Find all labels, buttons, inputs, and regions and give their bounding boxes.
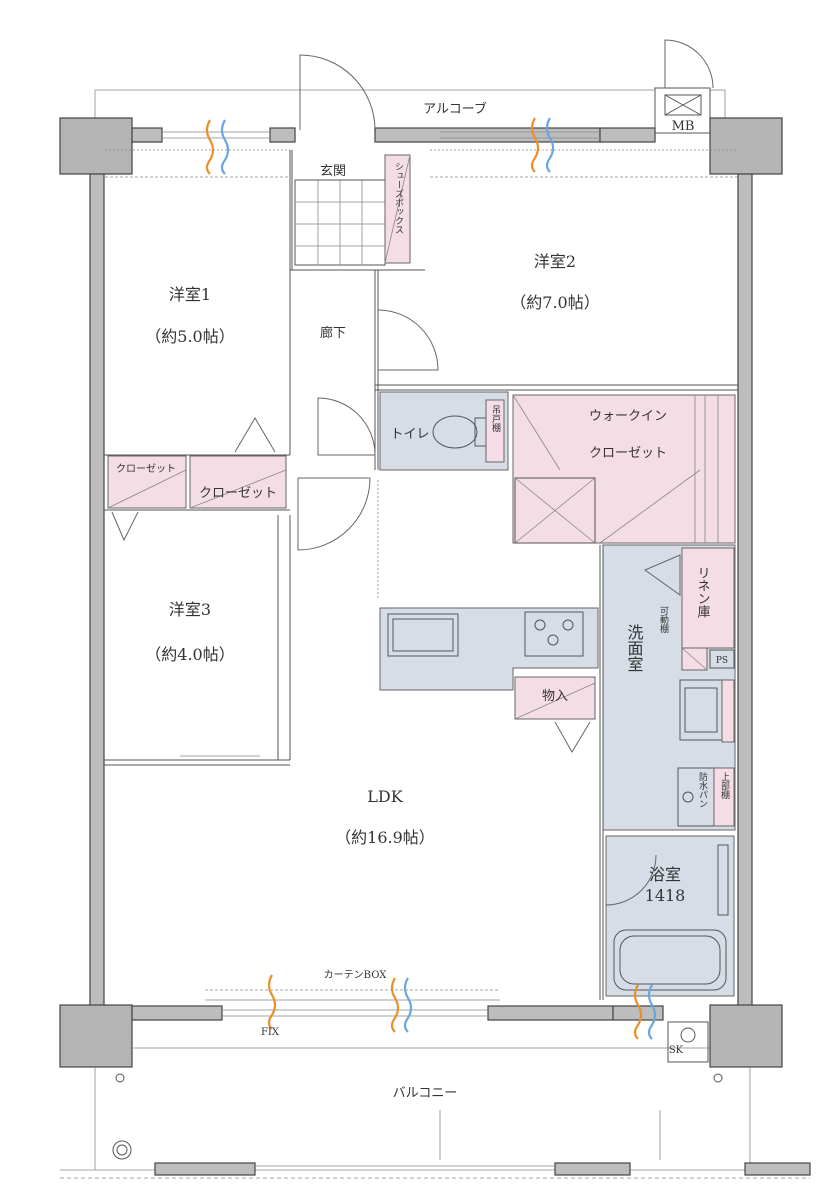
ldk-size: （約16.9帖） bbox=[335, 828, 435, 847]
western3-name: 洋室3 bbox=[169, 600, 211, 619]
mb-label: MB bbox=[672, 119, 695, 134]
closet-b bbox=[189, 455, 287, 509]
western2-size: （約7.0帖） bbox=[510, 293, 599, 312]
linen-label: リネン庫 bbox=[695, 566, 711, 618]
washroom-label: 洗面室 bbox=[625, 624, 644, 672]
western1-size: （約5.0帖） bbox=[145, 327, 234, 346]
entrance-tiles bbox=[294, 179, 386, 266]
closet-a bbox=[107, 455, 187, 509]
mb-box: MB bbox=[654, 87, 711, 134]
hanging-shelf bbox=[485, 399, 505, 463]
western3-size: （約4.0帖） bbox=[145, 645, 234, 664]
bathroom bbox=[605, 835, 735, 997]
bath-name: 浴室 bbox=[649, 865, 681, 884]
balcony-label: バルコニー bbox=[393, 1086, 458, 1101]
closet-a-label: クローゼット bbox=[116, 463, 176, 475]
entrance-label: 玄関 bbox=[320, 164, 346, 179]
waterproof-pan-label: 防水パン bbox=[697, 771, 708, 808]
ps-wash-label: PS bbox=[716, 656, 728, 666]
bath-size: 1418 bbox=[645, 886, 686, 905]
western2-name: 洋室2 bbox=[534, 252, 576, 271]
toilet-label: トイレ bbox=[390, 427, 429, 442]
linen-closet bbox=[681, 547, 735, 649]
ldk-name: LDK bbox=[367, 787, 403, 806]
upper-shelf-label: 上部棚 bbox=[719, 772, 730, 800]
alcove-label: アルコーブ bbox=[423, 101, 487, 117]
storage bbox=[514, 676, 596, 720]
movable-shelf-label: 可動棚 bbox=[658, 606, 669, 634]
western1-name: 洋室1 bbox=[169, 285, 211, 304]
fix-label: FIX bbox=[261, 1027, 280, 1038]
curtain-box-label: カーテンBOX bbox=[324, 969, 388, 981]
walkin-label-1: ウォークイン bbox=[589, 409, 667, 424]
sk-label: SK bbox=[669, 1045, 684, 1056]
hanging-shelf-label: 吊戸棚 bbox=[490, 405, 501, 433]
walkin-closet bbox=[512, 394, 736, 544]
storage-label: 物入 bbox=[542, 689, 568, 704]
hallway-label: 廊下 bbox=[320, 325, 346, 341]
walkin-label-2: クローゼット bbox=[589, 446, 667, 461]
shoebox-label: シューズボックス bbox=[393, 162, 404, 234]
closet-b-label: クローゼット bbox=[199, 486, 277, 501]
